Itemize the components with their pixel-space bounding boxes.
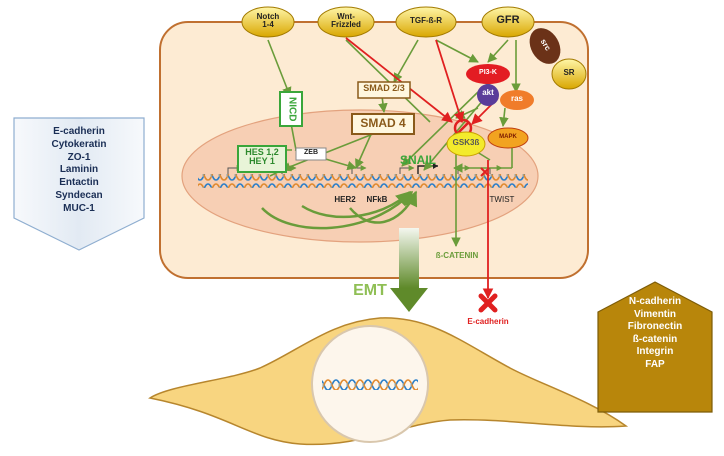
mesenchymal_markers-item: Integrin bbox=[636, 346, 674, 358]
notch-receptor bbox=[241, 6, 295, 38]
smad23-label: SMAD 2/3 bbox=[363, 83, 405, 93]
e-cadherin-blocked-x-icon bbox=[478, 293, 498, 313]
feedback-arrows bbox=[261, 190, 418, 230]
mapk-label: MAPK bbox=[499, 134, 517, 140]
beta-catenin-label: ß-CATENIN bbox=[435, 251, 479, 260]
notch-label: Notch 1-4 bbox=[256, 12, 280, 30]
gfr-label: GFR bbox=[496, 14, 520, 26]
nicd-box bbox=[279, 91, 303, 127]
smad4-label: SMAD 4 bbox=[360, 116, 406, 130]
hes-hey-box bbox=[237, 145, 287, 173]
epithelial_markers-item: Laminin bbox=[59, 164, 99, 176]
mesenchymal-marker-box bbox=[597, 281, 713, 413]
sr-label: SR bbox=[563, 68, 575, 77]
gsk3b-label: GSK3ß bbox=[452, 138, 480, 147]
mesenchymal_markers-item: FAP bbox=[645, 358, 665, 370]
akt-label: akt bbox=[482, 88, 494, 97]
epithelial_markers-item: ZO-1 bbox=[67, 151, 91, 163]
ras-node bbox=[500, 90, 534, 110]
nicd-label: NICD bbox=[286, 97, 298, 122]
zeb-box bbox=[295, 147, 327, 161]
emt-arrow bbox=[390, 228, 428, 312]
src-kinase bbox=[529, 28, 561, 64]
pi3k-node bbox=[466, 64, 510, 84]
epithelial_markers-item: Cytokeratin bbox=[51, 138, 107, 150]
emt-label: EMT bbox=[353, 282, 387, 299]
snail-label: SNAIL bbox=[400, 153, 436, 167]
her2-label: HER2 bbox=[334, 195, 356, 204]
inhibition-x-icon bbox=[480, 167, 490, 177]
e-cadherin-output-label: E-cadherin bbox=[467, 317, 509, 326]
dna-strand bbox=[198, 174, 528, 188]
epithelial_markers-item: MUC-1 bbox=[63, 202, 95, 214]
hes-hey-label: HES 1,2 HEY 1 bbox=[245, 147, 279, 167]
mapk-node bbox=[487, 127, 529, 149]
mesenchymal_markers-item: Fibronectin bbox=[627, 321, 683, 333]
twist-label: TWIST bbox=[489, 195, 515, 204]
epithelial_markers-item: Syndecan bbox=[55, 189, 103, 201]
mesenchymal_markers-item: ß-catenin bbox=[632, 333, 678, 345]
akt-node bbox=[477, 84, 499, 106]
tgf-beta-label: TGF-ß-R bbox=[410, 16, 442, 25]
mesenchymal_markers-item: N-cadherin bbox=[628, 296, 682, 307]
gsk3b-node bbox=[446, 131, 486, 157]
epithelial_markers-item: E-cadherin bbox=[53, 126, 105, 137]
gfr-receptor bbox=[481, 6, 535, 38]
tgf-beta-receptor bbox=[395, 6, 457, 38]
zeb-label: ZEB bbox=[304, 149, 318, 156]
nfkb-label: NFkB bbox=[366, 195, 388, 204]
wnt-frizzled-label: Wnt- Frizzled bbox=[331, 12, 361, 30]
pi3k-label: PI3-K bbox=[479, 69, 497, 76]
mesenchymal_markers-item: Vimentin bbox=[633, 308, 677, 320]
sr-receptor bbox=[551, 58, 587, 90]
ras-label: ras bbox=[510, 94, 523, 103]
epithelial-marker-box bbox=[13, 117, 145, 251]
wnt-frizzled-receptor bbox=[317, 6, 375, 38]
epithelial_markers-item: Entactin bbox=[59, 177, 99, 189]
mesenchymal-dna bbox=[322, 378, 418, 390]
smad23-box bbox=[357, 81, 411, 99]
smad4-box bbox=[351, 113, 415, 135]
